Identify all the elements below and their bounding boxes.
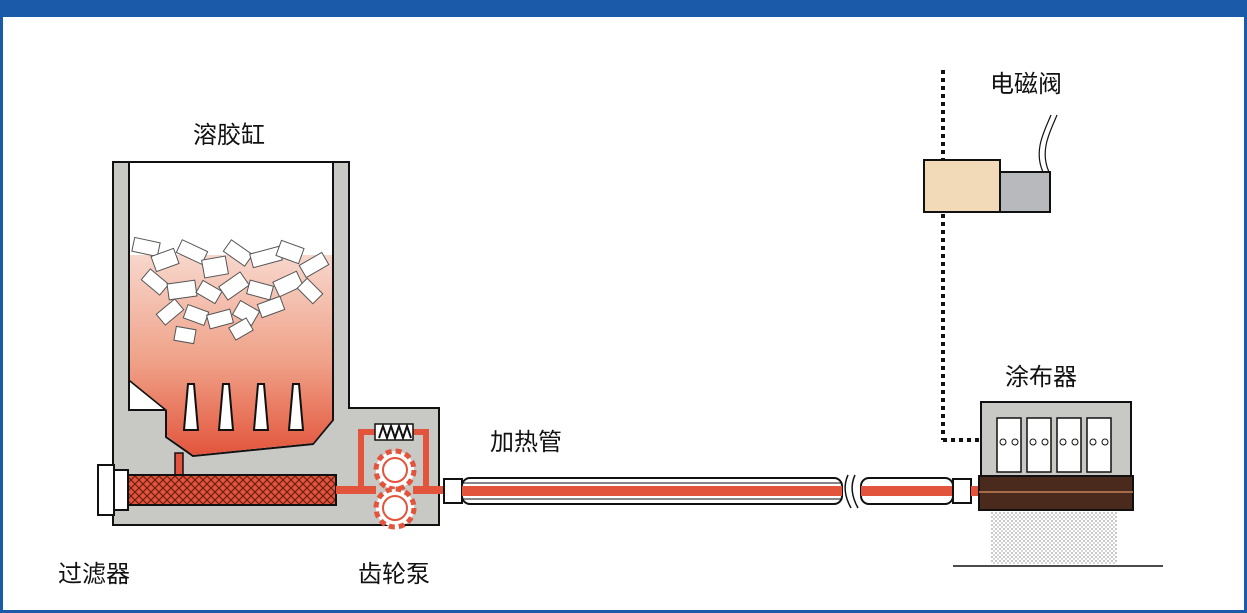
filter-cap — [97, 464, 115, 516]
melt-tank-label: 溶胶缸 — [193, 121, 265, 149]
filter-label: 过滤器 — [58, 560, 130, 588]
filter-mesh-icon — [127, 474, 337, 506]
break-mark-icon — [844, 474, 859, 509]
gear-pump — [336, 422, 443, 530]
glue-chip-icon — [131, 236, 330, 345]
filter-assembly — [97, 464, 337, 516]
glue-spray — [991, 512, 1117, 564]
applicator-label: 涂布器 — [1005, 363, 1077, 391]
gear-pump-label: 齿轮泵 — [358, 560, 430, 588]
solenoid-valve-label: 电磁阀 — [990, 70, 1062, 98]
hot-melt-system-diagram — [97, 70, 1163, 567]
applicator — [953, 401, 1163, 567]
heated-hose — [443, 474, 983, 509]
header-bar — [3, 0, 1244, 17]
heated-hose-label: 加热管 — [490, 428, 562, 456]
solenoid-valve — [923, 70, 1058, 442]
heating-fins — [182, 383, 305, 431]
valve-coil — [999, 171, 1051, 213]
gear-icon — [373, 448, 417, 530]
valve-body — [923, 159, 1001, 213]
melt-tank — [112, 161, 440, 526]
